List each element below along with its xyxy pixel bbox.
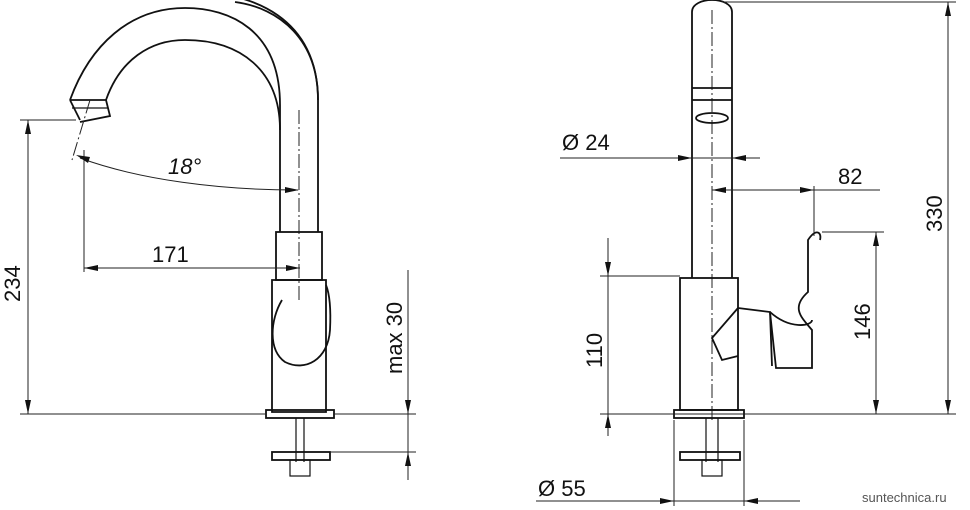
dim-330-arrow-bottom [945, 400, 951, 414]
label-base-diameter: Ø 55 [538, 476, 586, 501]
side-nut [271, 451, 331, 461]
label-total-height: 330 [922, 195, 947, 232]
front-spout [691, 0, 733, 278]
dim-18-arrow-left [76, 155, 90, 163]
label-body-height: 110 [582, 333, 607, 368]
dim-d55-arrow-right [744, 498, 758, 504]
front-view: Ø 24 82 330 146 110 Ø 55 [536, 0, 956, 506]
dim-330-arrow-top [945, 2, 951, 16]
spout-inner-curve-2 [234, 1, 319, 101]
front-body [679, 277, 739, 411]
front-handle-body [737, 231, 822, 369]
dim-d24-arrow-left [678, 155, 692, 161]
dim-18-arc [79, 157, 299, 191]
dim-171-arrow-left [84, 265, 98, 271]
label-reach: 171 [152, 242, 189, 267]
spout-tip [69, 99, 112, 123]
aerator-outlet [695, 112, 729, 124]
dim-82-arrow-left [712, 187, 726, 193]
label-height: 234 [0, 265, 25, 302]
side-nut-lower [289, 459, 311, 477]
dim-146-arrow-top [873, 232, 879, 246]
front-handle-connector [710, 307, 739, 362]
dim-d24-arrow-right [732, 155, 746, 161]
label-spout-diameter: Ø 24 [562, 130, 610, 155]
front-nut-lower [701, 459, 723, 477]
label-max-thickness: max 30 [382, 302, 407, 374]
front-nut [679, 451, 741, 461]
dim-max30-arrow-top [405, 400, 411, 414]
dim-234-arrow-bottom [25, 400, 31, 414]
label-angle: 18° [168, 154, 201, 179]
outlet-axis [71, 99, 91, 161]
side-view: 18° 171 234 max 30 [0, 0, 416, 480]
spout-outer-curve [69, 7, 281, 232]
dim-110-arrow-top [605, 262, 611, 276]
side-handle [271, 284, 332, 367]
dim-171-arrow-right [286, 265, 300, 271]
body-lower [271, 279, 327, 413]
dim-110-arrow-bottom [605, 414, 611, 428]
dim-d55-arrow-left [660, 498, 674, 504]
label-handle-height: 146 [850, 303, 875, 340]
spout-underside [105, 39, 281, 131]
dim-234-arrow-top [25, 120, 31, 134]
front-handle-lever [769, 311, 813, 367]
label-handle-offset: 82 [838, 164, 862, 189]
dim-18-arrow-right [285, 187, 299, 193]
dim-max30-arrow-bottom [405, 452, 411, 466]
dim-82-arrow-right [800, 187, 814, 193]
watermark: suntechnica.ru [862, 490, 947, 505]
dim-146-arrow-bottom [873, 400, 879, 414]
